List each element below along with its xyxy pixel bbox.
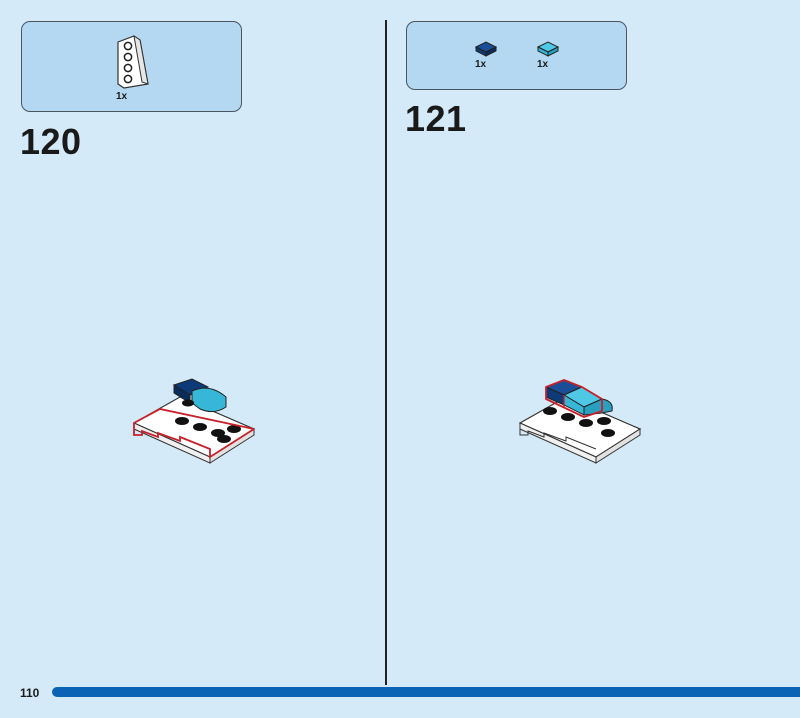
wing-plate-part-icon [117,34,149,89]
azure-tile-part-icon [536,41,560,57]
progress-bar [52,687,800,697]
part-quantity: 1x [537,59,549,70]
step-121-assembly-illustration [518,379,642,464]
parts-list-box-step-121 [406,21,627,90]
part-quantity: 1x [116,91,128,102]
part-quantity: 1x [475,59,487,70]
page-divider [385,20,387,685]
page-number: 110 [20,686,40,700]
dark-blue-tile-part-icon [474,41,498,57]
step-number-120: 120 [20,121,82,162]
step-120-assembly-illustration [132,378,256,464]
step-number-121: 121 [405,98,467,139]
